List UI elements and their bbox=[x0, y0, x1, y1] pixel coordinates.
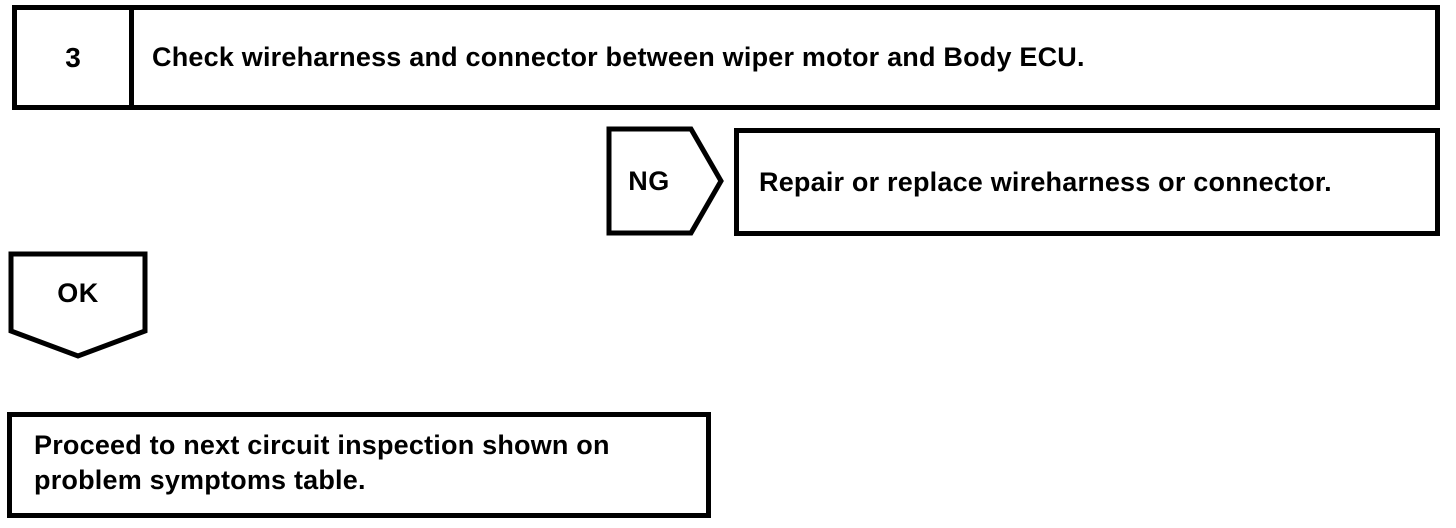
ng-label: NG bbox=[628, 165, 670, 196]
ng-arrow-icon bbox=[606, 126, 724, 236]
step-number: 3 bbox=[65, 41, 81, 73]
ok-arrow-icon bbox=[8, 251, 148, 359]
ng-connector: NG bbox=[606, 126, 724, 236]
action-box: Repair or replace wireharness or connect… bbox=[734, 128, 1440, 236]
result-text: Proceed to next circuit inspection shown… bbox=[34, 430, 610, 495]
result-box: Proceed to next circuit inspection shown… bbox=[7, 412, 711, 518]
ok-label: OK bbox=[57, 277, 99, 308]
ok-connector: OK bbox=[8, 251, 148, 359]
action-text: Repair or replace wireharness or connect… bbox=[759, 166, 1332, 197]
step-number-cell: 3 bbox=[17, 10, 134, 105]
step-instruction: Check wireharness and connector between … bbox=[152, 42, 1085, 72]
step-box: 3 Check wireharness and connector betwee… bbox=[12, 5, 1440, 110]
